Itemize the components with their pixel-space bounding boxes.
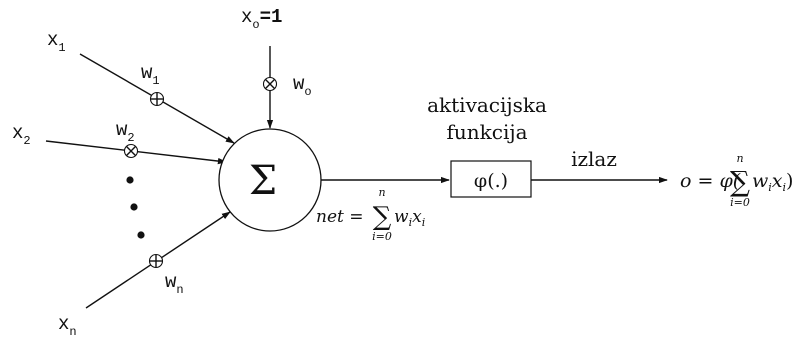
output-label: izlaz bbox=[571, 147, 617, 171]
activation-function-symbol: φ(.) bbox=[474, 170, 508, 192]
output-formula-lhs: o = φ( bbox=[680, 170, 741, 192]
activation-label-line2: funkcija bbox=[446, 120, 527, 144]
input-label-x1: x1 bbox=[47, 29, 66, 55]
net-formula-upper: n bbox=[378, 186, 385, 199]
input-label-x0: xo=1 bbox=[241, 6, 282, 32]
weight-node-w0 bbox=[262, 76, 278, 92]
weight-label-w1: w1 bbox=[141, 62, 160, 88]
summation-symbol: Σ bbox=[249, 158, 277, 204]
output-formula-sum: ∑ bbox=[730, 165, 750, 198]
net-formula-lower: i=0 bbox=[372, 230, 392, 243]
ellipsis-dot bbox=[130, 203, 138, 211]
weight-label-w2: w2 bbox=[116, 119, 135, 145]
output-formula-upper: n bbox=[736, 152, 743, 165]
weight-node-w2 bbox=[123, 143, 139, 159]
input-label-xn: xn bbox=[58, 313, 77, 339]
net-formula: net = n ∑ i=0 wixi bbox=[316, 186, 425, 243]
output-formula-lower: i=0 bbox=[730, 196, 750, 209]
weight-label-w0: wo bbox=[293, 73, 312, 99]
output-formula: o = φ( n ∑ i=0 wixi) bbox=[680, 152, 793, 209]
weight-label-wn: wn bbox=[165, 271, 184, 297]
weight-node-w1 bbox=[149, 91, 165, 107]
output-formula-term: wixi) bbox=[752, 170, 793, 194]
weight-node-wn bbox=[148, 253, 164, 269]
input-label-x2: x2 bbox=[12, 122, 31, 148]
net-formula-sum: ∑ bbox=[373, 202, 392, 232]
activation-label-line1: aktivacijska bbox=[427, 93, 547, 117]
net-formula-term: wixi bbox=[394, 207, 425, 229]
ellipsis-dot bbox=[137, 231, 145, 239]
activation-box bbox=[450, 160, 532, 198]
net-formula-lhs: net = bbox=[316, 207, 364, 227]
ellipsis-dot bbox=[126, 176, 134, 184]
